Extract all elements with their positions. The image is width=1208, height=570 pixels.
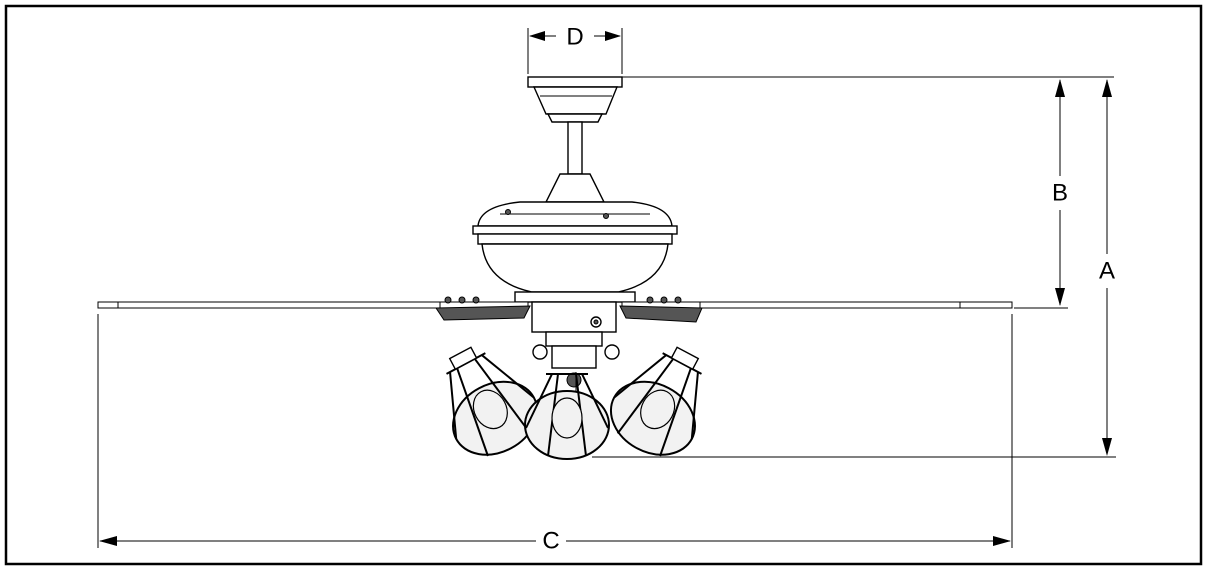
dimension-c: C xyxy=(97,314,1013,555)
motor-housing xyxy=(472,173,678,303)
switch-housing xyxy=(531,301,620,420)
dimension-b-label: B xyxy=(1052,180,1068,207)
center-light-cage xyxy=(524,373,610,460)
dimension-d-label: D xyxy=(566,24,583,51)
left-light-cage xyxy=(446,346,539,457)
dimension-c-label: C xyxy=(542,528,559,555)
right-light-cage xyxy=(609,346,702,457)
dimension-d: D xyxy=(527,24,623,74)
downrod xyxy=(567,121,583,175)
dimension-b: B xyxy=(622,76,1114,309)
ceiling-fan-illustration xyxy=(97,76,1013,460)
left-blade xyxy=(97,296,531,321)
dimension-a-label: A xyxy=(1099,258,1115,285)
diagram-frame xyxy=(4,4,1203,566)
canopy xyxy=(527,76,623,123)
right-blade xyxy=(619,296,1013,323)
dimension-a: A xyxy=(592,79,1116,458)
